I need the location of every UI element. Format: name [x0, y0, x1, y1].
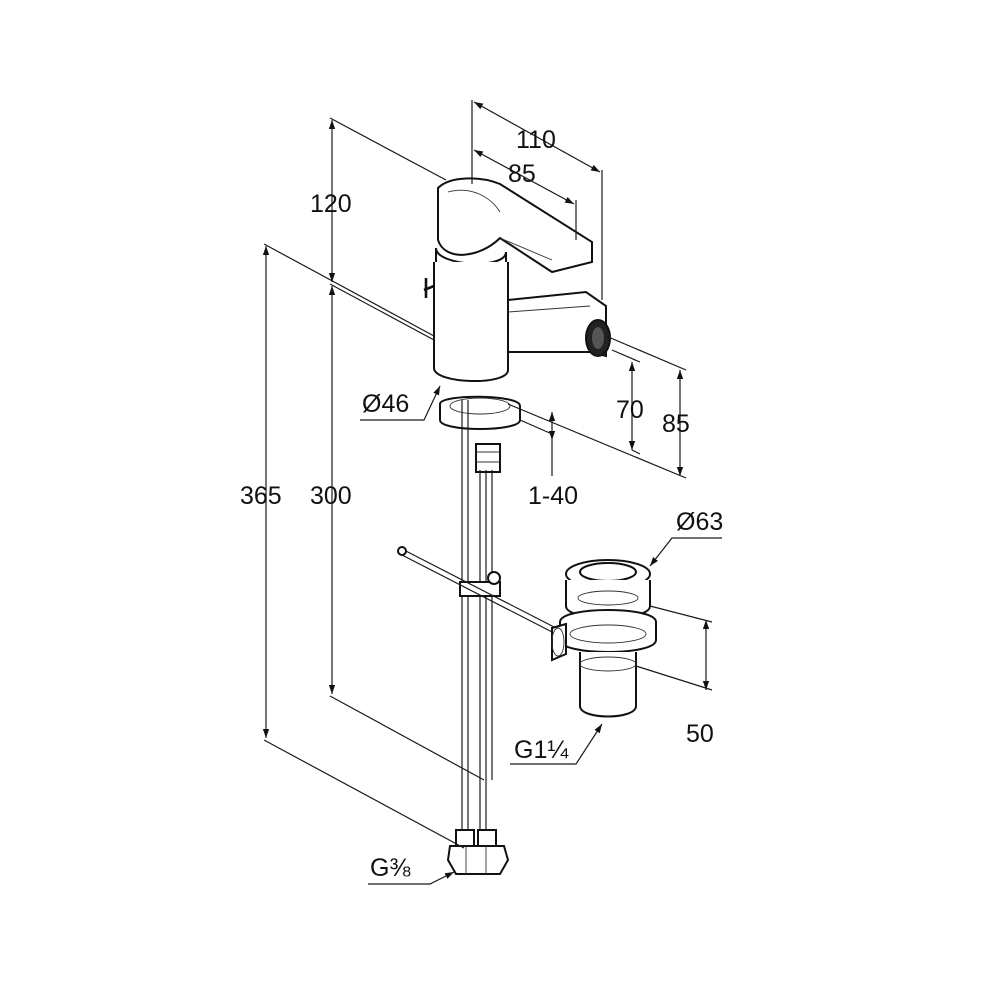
pop-up-waste — [551, 559, 657, 718]
dim-hose-thread: G⅜ — [370, 854, 410, 882]
dim-height-mid: 300 — [310, 482, 352, 510]
hose-connectors — [446, 829, 510, 875]
dim-width-total: 110 — [516, 126, 556, 154]
dim-width-spout: 85 — [508, 160, 536, 188]
dim-waste-diameter: Ø63 — [676, 508, 723, 536]
faucet-body — [423, 177, 611, 473]
dim-height-total: 365 — [240, 482, 282, 510]
dim-spout-height-high: 85 — [662, 410, 690, 438]
dim-waste-height: 50 — [686, 720, 714, 748]
dim-spout-height-low: 70 — [616, 396, 644, 424]
dim-deck-thickness: 1-40 — [528, 482, 578, 510]
dim-height-top: 120 — [310, 190, 352, 218]
dimension-lines — [262, 100, 722, 885]
dim-waste-thread: G1¼ — [514, 736, 569, 764]
dim-base-diameter: Ø46 — [362, 390, 409, 418]
linkage-rod — [397, 546, 557, 635]
